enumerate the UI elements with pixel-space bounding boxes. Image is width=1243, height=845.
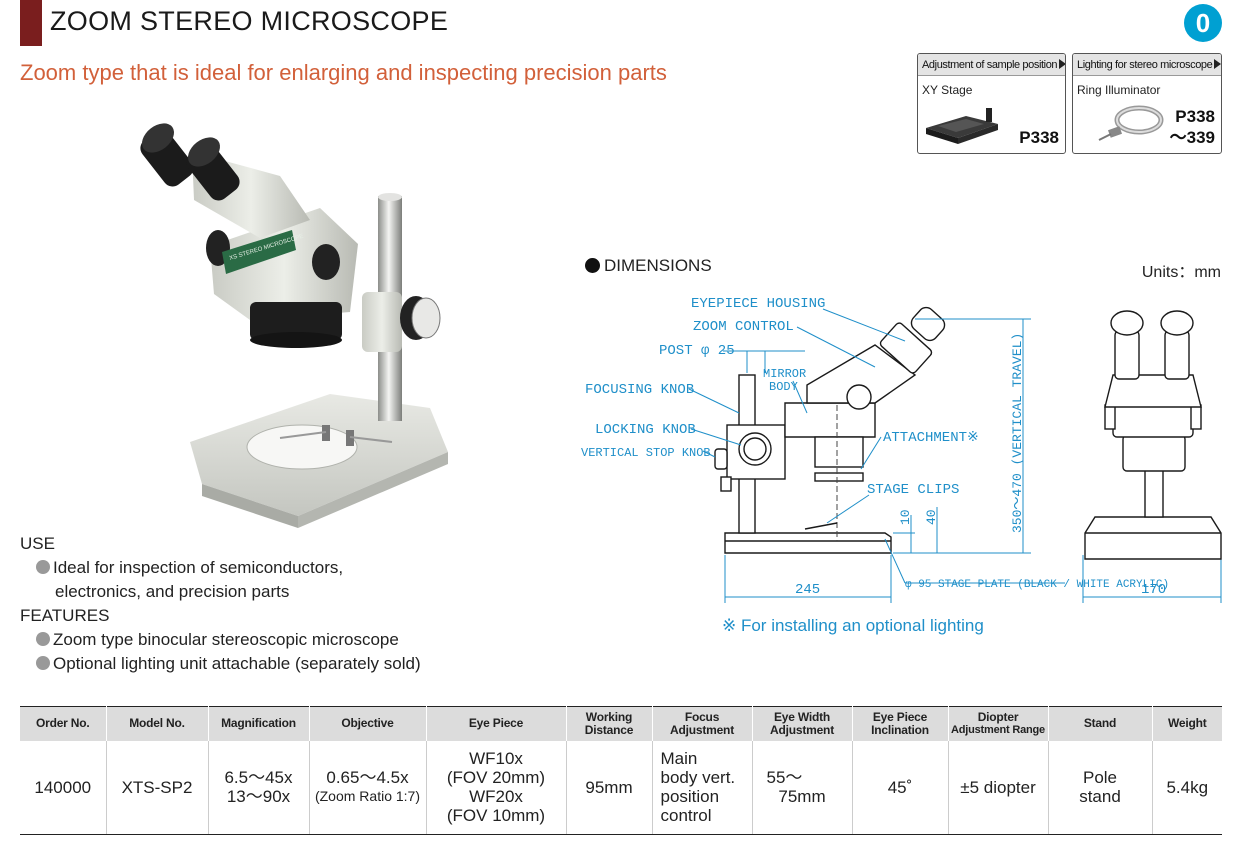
product-photo: XS STEREO MICROSCOPE bbox=[140, 123, 448, 528]
cell-weight: 5.4kg bbox=[1151, 740, 1222, 835]
page-title: ZOOM STEREO MICROSCOPE bbox=[50, 6, 449, 36]
arrow-right-icon bbox=[1214, 59, 1221, 69]
label-attachment: ATTACHMENT※ bbox=[883, 430, 979, 446]
cell-model-no: XTS-SP2 bbox=[105, 740, 208, 835]
reference-name: Ring Illuminator bbox=[1077, 83, 1161, 97]
reference-ring-illuminator[interactable]: Lighting for stereo microscope Ring Illu… bbox=[1072, 53, 1222, 154]
use-item: Ideal for inspection of semiconductors, bbox=[20, 556, 421, 580]
reference-xy-stage[interactable]: Adjustment of sample position XY Stage P… bbox=[917, 53, 1066, 154]
label-stage-plate: φ 95 STAGE PLATE (BLACK / WHITE ACRYLIC) bbox=[905, 579, 1169, 591]
use-item-continued: electronics, and precision parts bbox=[55, 582, 290, 601]
cell-eye-piece: WF10x(FOV 20mm)WF20x(FOV 10mm) bbox=[425, 740, 566, 835]
label-vertical-travel: 350～470 (VERTICAL TRAVEL) bbox=[1010, 333, 1025, 533]
use-features-block: USE Ideal for inspection of semiconducto… bbox=[20, 532, 421, 676]
header-stand: Stand bbox=[1047, 706, 1152, 741]
label-dim-10: 10 bbox=[898, 509, 913, 525]
arrow-right-icon bbox=[1059, 59, 1065, 69]
reference-name: XY Stage bbox=[922, 83, 973, 97]
cell-eye-inclination: 45˚ bbox=[851, 740, 948, 835]
title-accent bbox=[20, 0, 42, 46]
cell-order-no: 140000 bbox=[20, 740, 106, 835]
ring-illuminator-icon bbox=[1098, 105, 1164, 141]
label-stage-clips: STAGE CLIPS bbox=[867, 482, 959, 498]
reference-heading: Lighting for stereo microscope bbox=[1073, 54, 1221, 76]
label-dim-40: 40 bbox=[924, 509, 939, 525]
label-locking-knob: LOCKING KNOB bbox=[595, 422, 696, 438]
reference-page: P338 bbox=[1019, 128, 1059, 147]
dimensions-note: ※ For installing an optional lighting bbox=[722, 616, 984, 635]
label-post: POST φ 25 bbox=[659, 343, 735, 359]
reference-page: P338 ～339 bbox=[1169, 107, 1215, 147]
spec-table: Order No. Model No. Magnification Object… bbox=[20, 706, 1222, 835]
dimension-drawing: EYEPIECE HOUSING ZOOM CONTROL POST φ 25 … bbox=[581, 296, 1222, 603]
cell-objective: 0.65～4.5x(Zoom Ratio 1:7) bbox=[308, 740, 426, 835]
feature-item: Zoom type binocular stereoscopic microsc… bbox=[20, 628, 421, 652]
label-width-170: 170 bbox=[1141, 582, 1166, 598]
label-focusing-knob: FOCUSING KNOB bbox=[585, 382, 694, 398]
header-weight: Weight bbox=[1151, 706, 1222, 741]
reference-heading: Adjustment of sample position bbox=[918, 54, 1065, 76]
label-eyepiece-housing: EYEPIECE HOUSING bbox=[691, 296, 825, 312]
bullet-icon bbox=[36, 560, 50, 574]
feature-item: Optional lighting unit attachable (separ… bbox=[20, 652, 421, 676]
cell-eye-width: 55～75mm bbox=[751, 740, 852, 835]
label-zoom-control: ZOOM CONTROL bbox=[693, 319, 794, 335]
table-header-row: Order No. Model No. Magnification Object… bbox=[20, 706, 1222, 741]
dimensions-heading: DIMENSIONS bbox=[585, 256, 712, 276]
header-model-no: Model No. bbox=[105, 706, 208, 741]
header-eye-piece: Eye Piece bbox=[425, 706, 566, 741]
label-mirror: MIRROR bbox=[763, 367, 806, 381]
units-label: Units：mm bbox=[1141, 264, 1221, 281]
header-order-no: Order No. bbox=[20, 706, 106, 741]
bullet-icon bbox=[36, 632, 50, 646]
xy-stage-icon bbox=[926, 108, 998, 144]
cell-diopter: ±5 diopter bbox=[947, 740, 1048, 835]
page-subtitle: Zoom type that is ideal for enlarging an… bbox=[20, 60, 667, 85]
bullet-icon bbox=[36, 656, 50, 670]
use-heading: USE bbox=[20, 534, 55, 553]
section-badge: 0 bbox=[1184, 4, 1222, 42]
features-heading: FEATURES bbox=[20, 606, 110, 625]
bullet-icon bbox=[585, 258, 600, 273]
label-width-245: 245 bbox=[795, 582, 820, 598]
cell-working-distance: 95mm bbox=[565, 740, 652, 835]
label-body: BODY bbox=[769, 380, 798, 394]
header-magnification: Magnification bbox=[207, 706, 309, 741]
title-bar: ZOOM STEREO MICROSCOPE bbox=[20, 0, 1180, 46]
header-objective: Objective bbox=[308, 706, 426, 741]
label-vertical-stop-knob: VERTICAL STOP KNOB bbox=[581, 446, 711, 460]
